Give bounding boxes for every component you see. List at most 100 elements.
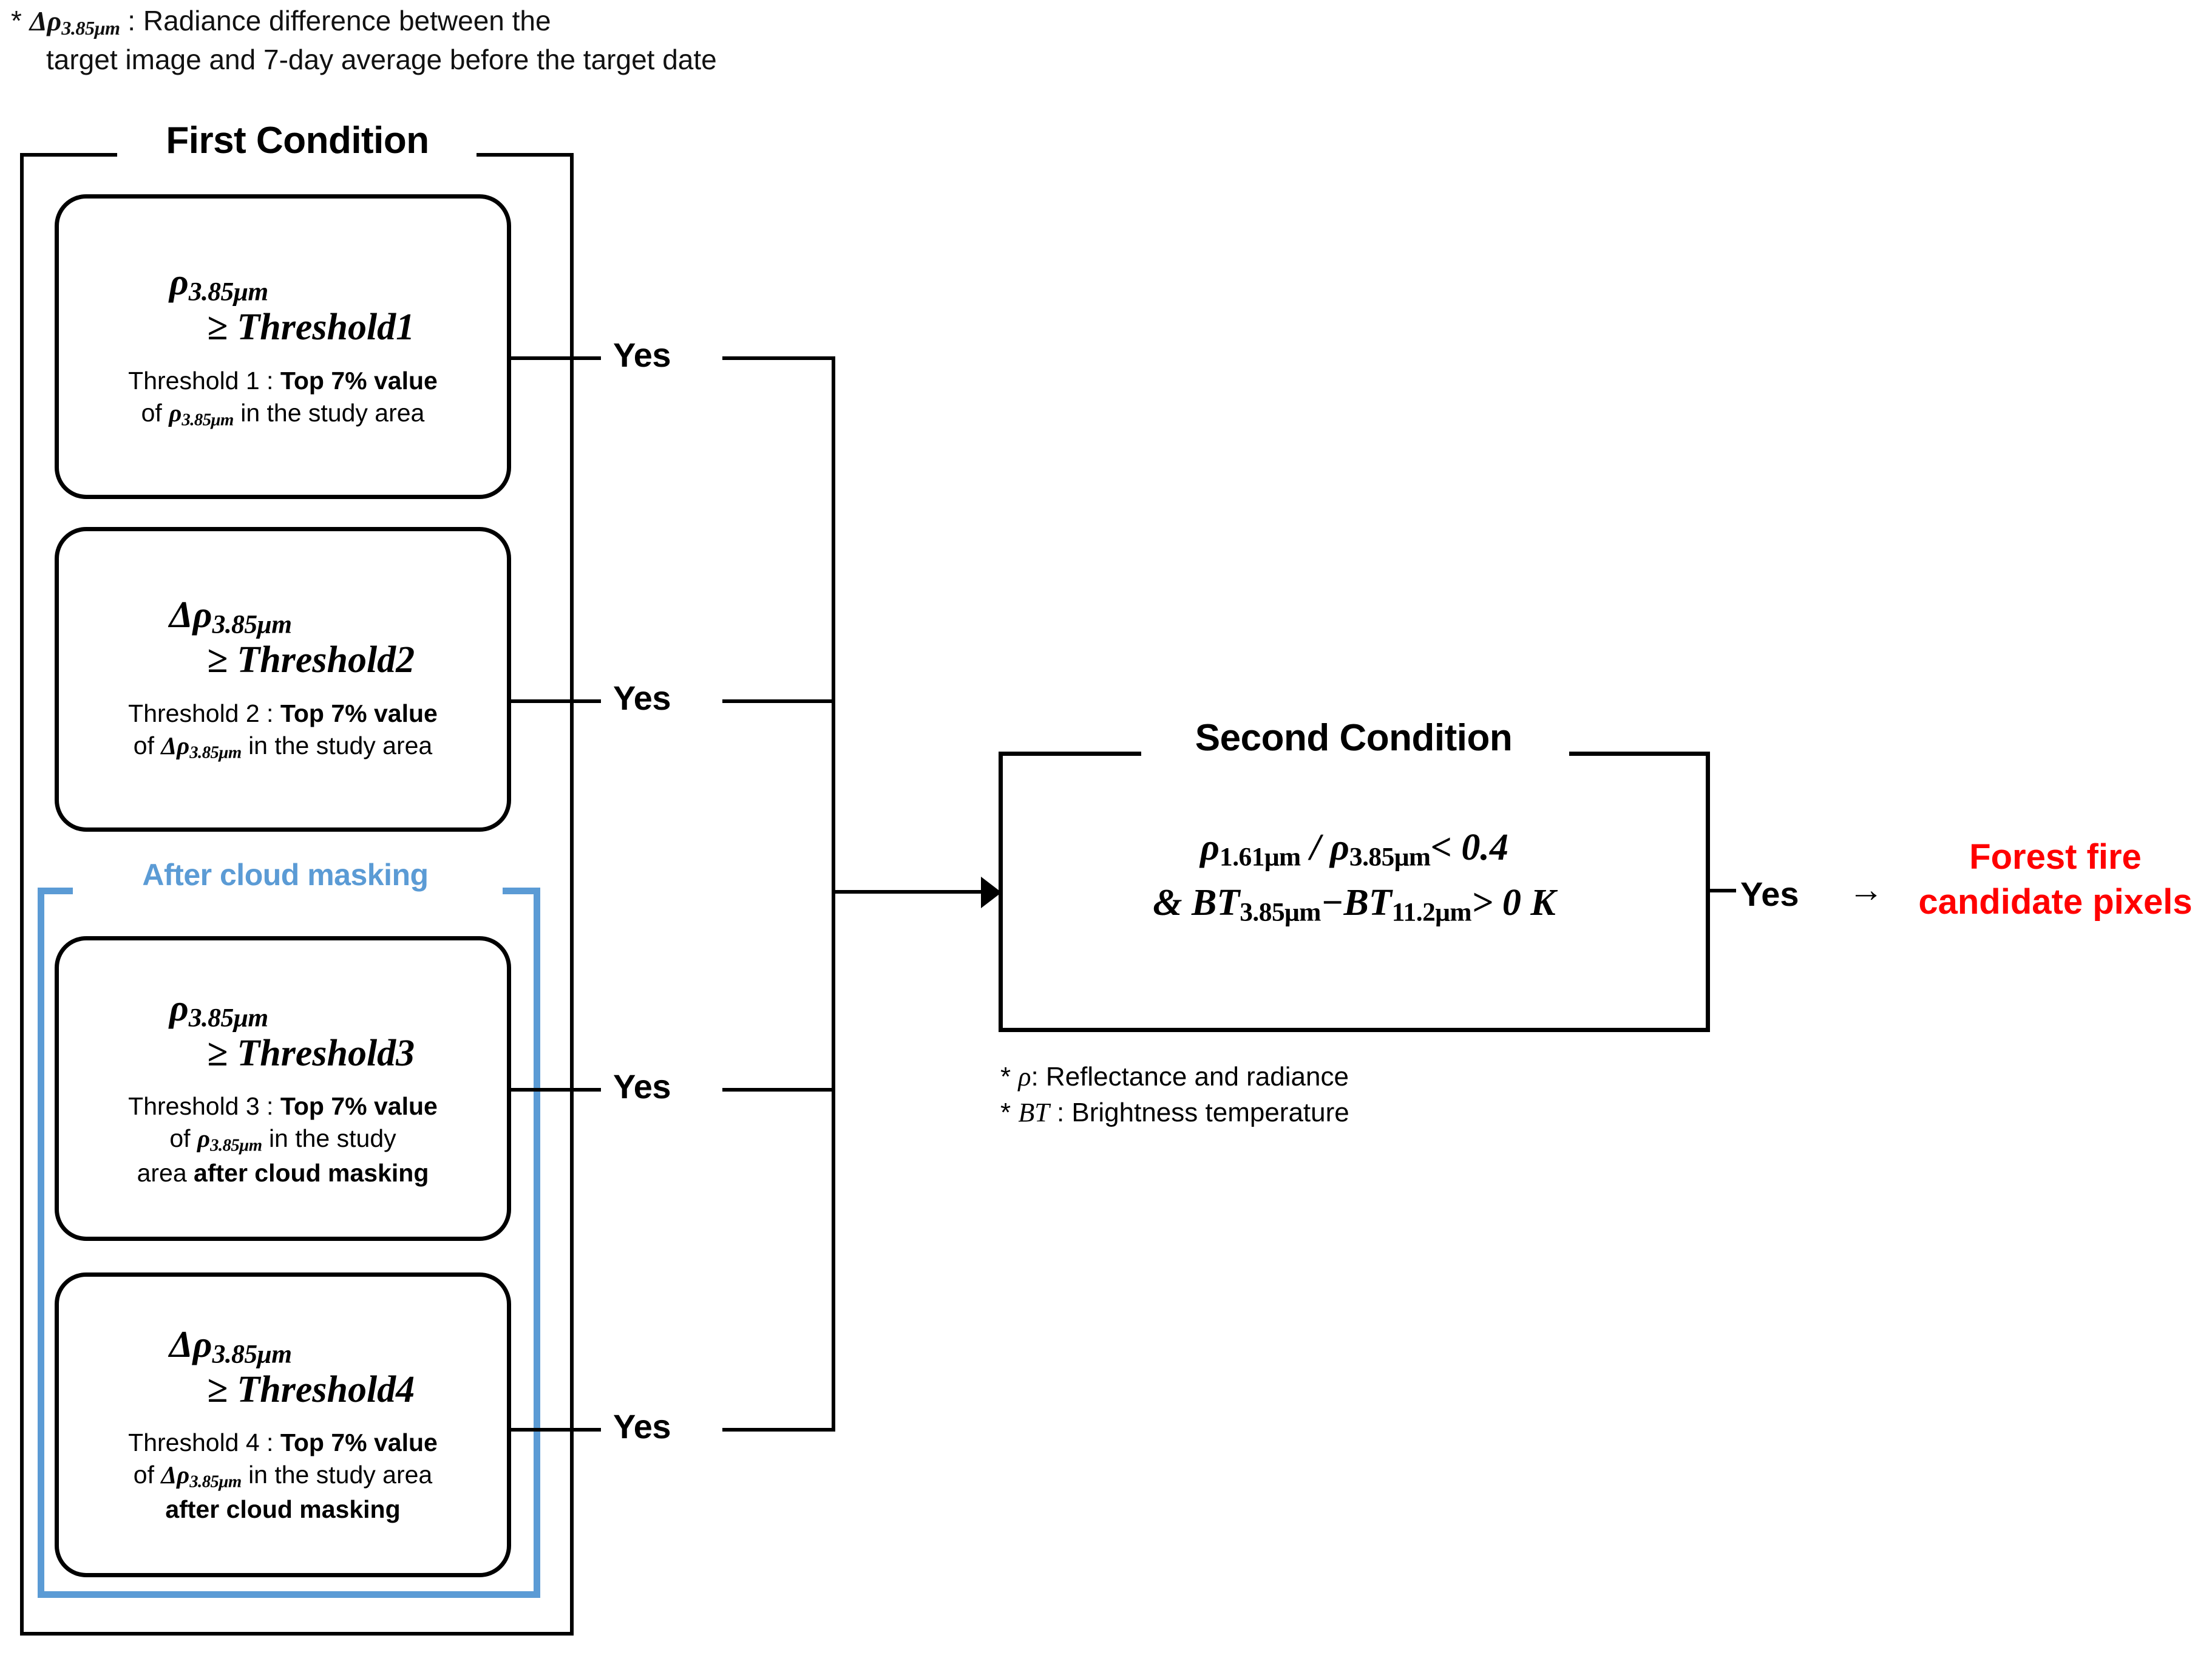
ampersand: & — [1153, 882, 1192, 924]
rho-symbol: ρ — [169, 262, 189, 304]
threshold-3-equation: ρ3.85μm ≥ Threshold3 — [151, 988, 415, 1075]
bt-symbol-legend: BT — [1018, 1097, 1050, 1127]
second-condition-border-top-left — [999, 752, 1141, 756]
rho-symbol-1: ρ — [1200, 827, 1220, 868]
connector-line-branch-4-right — [722, 1428, 835, 1432]
threshold-4-equation: Δρ3.85μm ≥ Threshold4 — [151, 1324, 415, 1412]
comparison-1: < 0.4 — [1430, 827, 1508, 868]
branch-label-yes-2: Yes — [613, 679, 671, 717]
desc-of: of — [169, 1124, 197, 1153]
arrow-right-icon-output: → — [1848, 870, 1884, 909]
cloud-mask-border-top-left — [38, 888, 73, 894]
output-forest-fire-candidate-pixels: Forest fire candidate pixels — [1900, 835, 2211, 925]
threshold-comparison: ≥ Threshold1 — [206, 307, 415, 348]
connector-line-branch-3-right — [722, 1088, 835, 1092]
branch-label-yes-3: Yes — [613, 1067, 671, 1106]
bt-subscript-2: 11.2μm — [1391, 897, 1472, 927]
desc-line3-bold: after cloud masking — [165, 1495, 401, 1524]
desc-bold: Top 7% value — [280, 366, 438, 395]
note-marker: * — [11, 5, 22, 36]
note-line-1: : Radiance difference between the — [120, 5, 551, 36]
rho-symbol-inline: ρ — [197, 1124, 211, 1153]
desc-prefix: Threshold 2 : — [128, 699, 280, 727]
threshold-1-equation: ρ3.85μm ≥ Threshold1 — [151, 262, 415, 349]
second-condition-equation-line-1: ρ1.61μm / ρ3.85μm< 0.4 — [999, 821, 1710, 876]
connector-line-branch-2-right — [722, 699, 835, 703]
after-cloud-masking-group-border — [38, 888, 540, 1598]
second-condition-legend: * ρ: Reflectance and radiance * BT : Bri… — [1000, 1059, 1607, 1130]
delta-rho-subscript-inline: 3.85μm — [189, 1472, 242, 1492]
threshold-comparison: ≥ Threshold2 — [206, 639, 415, 681]
after-cloud-masking-label: After cloud masking — [142, 858, 429, 892]
first-condition-title: First Condition — [166, 120, 429, 161]
desc-bold: Top 7% value — [280, 1429, 438, 1457]
delta-rho-subscript: 3.85μm — [212, 1339, 292, 1369]
second-condition-border-top-right — [1569, 752, 1710, 756]
desc-of: of — [133, 732, 161, 760]
delta-rho-symbol: Δρ — [29, 5, 62, 36]
connector-line-to-second-condition — [832, 890, 988, 894]
second-condition-equations: ρ1.61μm / ρ3.85μm< 0.4 & BT3.85μm−BT11.2… — [999, 821, 1710, 931]
threshold-1-description: Threshold 1 : Top 7% value of ρ3.85μm in… — [128, 365, 438, 432]
desc-prefix: Threshold 3 : — [128, 1092, 280, 1121]
rho-subscript-1: 1.61μm — [1220, 842, 1301, 872]
delta-rho-subscript: 3.85μm — [212, 610, 292, 639]
division-slash: / — [1300, 827, 1330, 868]
connector-line-second-condition-out — [1707, 889, 1736, 892]
legend-marker: * — [1000, 1097, 1011, 1127]
delta-rho-symbol: Δρ — [169, 594, 212, 636]
legend-text: : Brightness temperature — [1049, 1097, 1349, 1127]
condition-box-threshold-1[interactable]: ρ3.85μm ≥ Threshold1 Threshold 1 : Top 7… — [55, 194, 511, 499]
connector-line-branch-4-left — [511, 1428, 601, 1432]
threshold-2-description: Threshold 2 : Top 7% value of Δρ3.85μm i… — [128, 698, 438, 764]
connector-line-branch-2-left — [511, 699, 601, 703]
delta-rho-symbol: Δρ — [169, 1323, 212, 1365]
legend-item-bt: * BT : Brightness temperature — [1000, 1095, 1607, 1131]
rho-symbol-legend: ρ — [1018, 1062, 1031, 1092]
output-line-1: Forest fire — [1969, 837, 2142, 877]
desc-suffix: in the study area — [241, 1461, 433, 1489]
arrowhead-icon-to-second-condition — [981, 877, 1002, 908]
bt-subscript-1: 3.85μm — [1240, 897, 1321, 927]
first-condition-border-top-left — [20, 153, 117, 157]
first-condition-group-border — [20, 153, 574, 1636]
bt-symbol-1: BT — [1192, 882, 1240, 924]
desc-suffix: in the study — [262, 1124, 396, 1153]
output-line-2: candidate pixels — [1918, 882, 2193, 922]
condition-box-threshold-3[interactable]: ρ3.85μm ≥ Threshold3 Threshold 3 : Top 7… — [55, 936, 511, 1241]
delta-rho-subscript-inline: 3.85μm — [189, 742, 242, 763]
delta-rho-symbol-inline: Δρ — [161, 732, 190, 760]
second-condition-title: Second Condition — [1195, 717, 1513, 759]
connector-line-branch-3-left — [511, 1088, 601, 1092]
threshold-3-description: Threshold 3 : Top 7% value of ρ3.85μm in… — [128, 1090, 438, 1189]
desc-suffix: in the study area — [233, 399, 425, 427]
desc-bold: Top 7% value — [280, 699, 438, 727]
connector-line-branch-1-right — [722, 356, 835, 360]
legend-marker: * — [1000, 1062, 1011, 1092]
threshold-2-equation: Δρ3.85μm ≥ Threshold2 — [151, 594, 415, 682]
delta-rho-definition-note: * Δρ3.85μm : Radiance difference between… — [11, 2, 861, 78]
connector-line-branch-1-left — [511, 356, 601, 360]
minus-sign: − — [1320, 882, 1344, 924]
condition-box-threshold-2[interactable]: Δρ3.85μm ≥ Threshold2 Threshold 2 : Top … — [55, 527, 511, 832]
bt-symbol-2: BT — [1343, 882, 1392, 924]
branch-label-yes-final: Yes — [1740, 875, 1799, 913]
rho-symbol-inline: ρ — [169, 399, 182, 427]
note-line-2: target image and 7-day average before th… — [46, 43, 717, 75]
rho-symbol: ρ — [169, 987, 189, 1029]
desc-line3-bold: after cloud masking — [194, 1159, 429, 1187]
first-condition-border-top-right — [477, 153, 574, 157]
branch-label-yes-4: Yes — [613, 1407, 671, 1446]
delta-rho-subscript: 3.85μm — [61, 17, 120, 39]
condition-box-threshold-4[interactable]: Δρ3.85μm ≥ Threshold4 Threshold 4 : Top … — [55, 1272, 511, 1577]
second-condition-equation-line-2: & BT3.85μm−BT11.2μm> 0 K — [999, 876, 1710, 931]
desc-prefix: Threshold 4 : — [128, 1429, 280, 1457]
desc-suffix: in the study area — [241, 732, 433, 760]
connector-bus-vertical — [832, 356, 835, 1432]
rho-subscript-inline: 3.85μm — [210, 1135, 262, 1155]
desc-of: of — [141, 399, 169, 427]
desc-line3: area — [137, 1159, 194, 1187]
branch-label-yes-1: Yes — [613, 336, 671, 374]
desc-prefix: Threshold 1 : — [128, 366, 280, 395]
rho-subscript-inline: 3.85μm — [182, 410, 234, 430]
